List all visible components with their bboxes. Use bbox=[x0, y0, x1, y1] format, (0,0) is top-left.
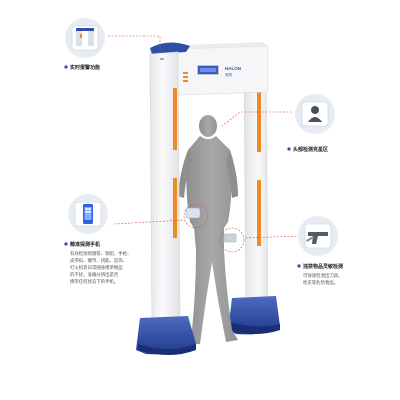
phone-detect-title: 精准探测手机 bbox=[70, 242, 101, 248]
pistol-icon bbox=[308, 232, 328, 244]
metal-detect-line: 枪支等危险物品。 bbox=[303, 280, 339, 285]
badge-phone-detect bbox=[68, 194, 108, 234]
left-base bbox=[136, 316, 196, 355]
phone-detect-body: 有效检测到钢铁、铜铝、手枪、 皮带扣、硬币、钥匙、首饰、 打火机等日常随身携带物… bbox=[70, 250, 131, 285]
badge-head-detect bbox=[295, 94, 335, 134]
knife-icon bbox=[306, 236, 314, 242]
phone-detect-line: 皮带扣、硬币、钥匙、首饰、 bbox=[70, 258, 128, 263]
metal-detect-title: 违禁物品灵敏检测 bbox=[303, 264, 344, 270]
phone-detect-line: 的干扰，准确分辨出是否 bbox=[70, 272, 119, 277]
realtime-alarm-title: 实时报警功能 bbox=[70, 65, 101, 71]
guide-metal bbox=[243, 235, 301, 239]
head-icon bbox=[311, 106, 319, 114]
metal-zoom-circle bbox=[219, 227, 245, 253]
badge-realtime-alarm bbox=[65, 18, 105, 58]
guide-phone bbox=[113, 219, 185, 225]
right-led-strip-upper bbox=[257, 82, 261, 152]
phone-zoom-circle bbox=[183, 203, 209, 229]
head-detect-title: 头部检测克星区 bbox=[293, 147, 329, 153]
left-led-strip-lower bbox=[173, 178, 177, 238]
metal-detect-body: 可快速检测出刀具、 枪支等危险物品。 bbox=[303, 272, 343, 286]
phone-detect-line: 携带任何状态下的手机。 bbox=[70, 279, 119, 284]
guide-head bbox=[221, 111, 292, 127]
right-led-strip-lower bbox=[257, 180, 261, 246]
left-led-strip-upper bbox=[173, 88, 177, 150]
brand-subtitle: 安防 bbox=[225, 72, 233, 77]
guide-lines bbox=[108, 35, 301, 239]
person-silhouette bbox=[178, 115, 238, 344]
right-pillar bbox=[228, 57, 280, 335]
badge-metal-detect bbox=[298, 216, 338, 256]
phone-detect-line: 打火机等日常随身携带物品 bbox=[70, 265, 123, 270]
left-pillar bbox=[136, 51, 196, 355]
brand-logo: HALON bbox=[225, 66, 241, 71]
metal-detect-line: 可快速检测出刀具、 bbox=[303, 273, 343, 278]
mini-gate-icon bbox=[76, 30, 82, 46]
phone-detect-line: 有效检测到钢铁、铜铝、手枪、 bbox=[70, 251, 132, 256]
